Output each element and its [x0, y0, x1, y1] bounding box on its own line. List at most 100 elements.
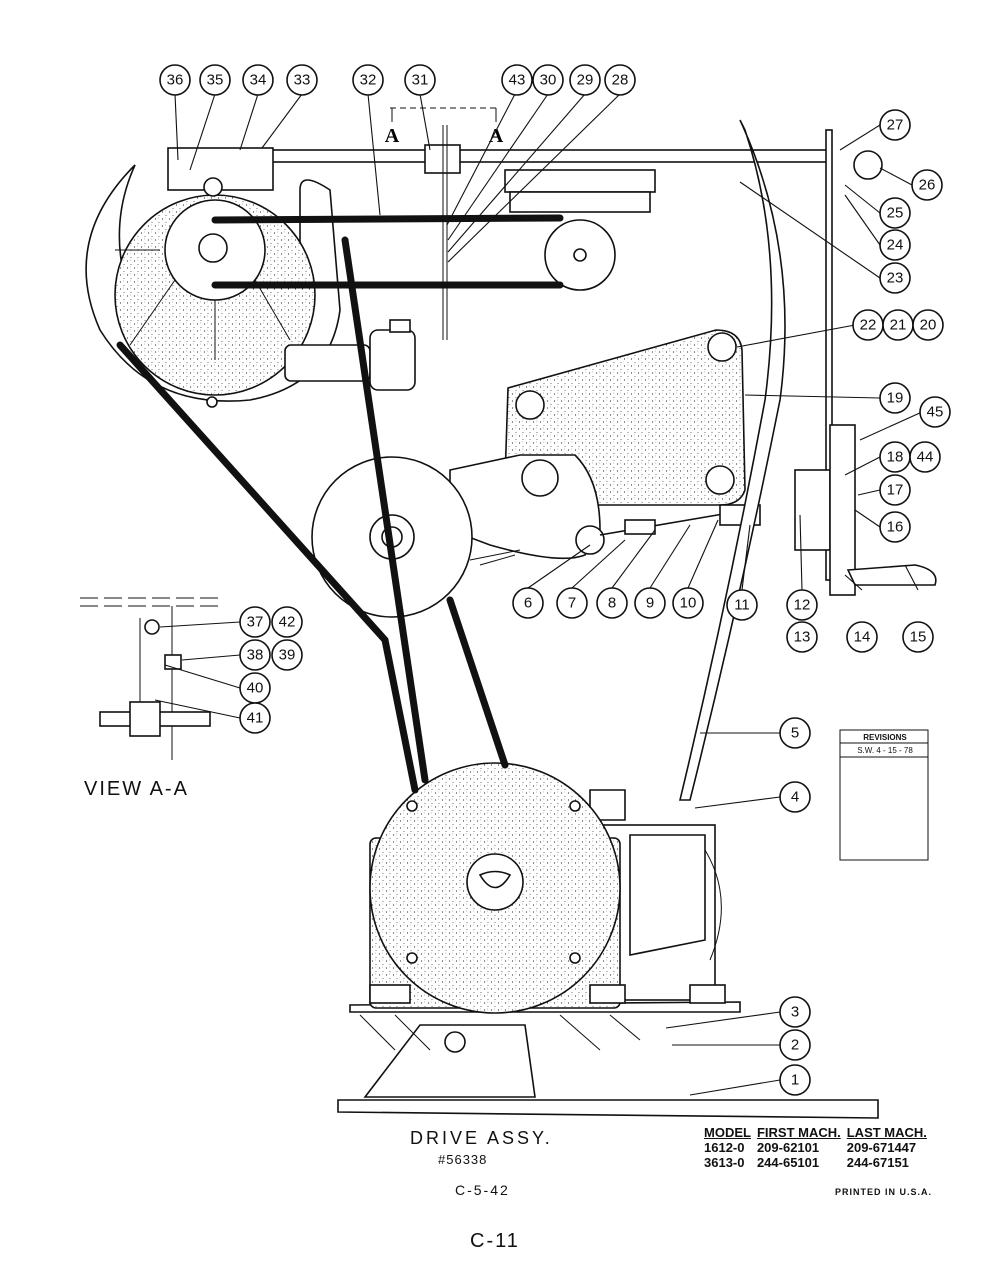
section-mark-left: A [385, 125, 400, 147]
callout-10: 10 [672, 587, 704, 619]
callout-14: 14 [846, 621, 878, 653]
callout-4-label: 4 [791, 789, 799, 806]
callout-8: 8 [596, 587, 628, 619]
callout-24-label: 24 [887, 237, 904, 254]
printed-in-usa: PRINTED IN U.S.A. [835, 1187, 933, 1197]
callout-31-label: 31 [412, 72, 429, 89]
callout-20: 20 [912, 309, 944, 341]
revisions-entry: S.W. 4 - 15 - 78 [857, 746, 913, 755]
callout-10-label: 10 [680, 595, 697, 612]
callout-19-label: 19 [887, 390, 904, 407]
callout-43-label: 43 [509, 72, 526, 89]
callout-8-label: 8 [608, 595, 616, 612]
callout-25-label: 25 [887, 205, 904, 222]
callout-31: 31 [404, 64, 436, 96]
callout-12: 12 [786, 589, 818, 621]
last-mach-cell: 209-671447 [846, 1140, 917, 1155]
callout-4: 4 [779, 781, 811, 813]
callout-3-label: 3 [791, 1004, 799, 1021]
callout-28: 28 [604, 64, 636, 96]
callout-35-label: 35 [207, 72, 224, 89]
callout-18-label: 18 [887, 449, 904, 466]
callout-45-label: 45 [927, 404, 944, 421]
callout-13: 13 [786, 621, 818, 653]
callout-39-label: 39 [279, 647, 296, 664]
callout-27: 27 [879, 109, 911, 141]
callout-29: 29 [569, 64, 601, 96]
callout-21: 21 [882, 309, 914, 341]
callout-40-label: 40 [247, 680, 264, 697]
callout-11: 11 [726, 589, 758, 621]
belt-guard [678, 119, 786, 801]
drawing-number: C-5-42 [455, 1182, 510, 1198]
first-mach-cell: 244-65101 [756, 1155, 820, 1170]
callout-9: 9 [634, 587, 666, 619]
page-number: C-11 [470, 1230, 520, 1252]
callout-17-label: 17 [887, 482, 904, 499]
callout-2: 2 [779, 1029, 811, 1061]
callout-42: 42 [271, 606, 303, 638]
callout-35: 35 [199, 64, 231, 96]
callout-33: 33 [286, 64, 318, 96]
callout-5: 5 [779, 717, 811, 749]
view-a-a-label: VIEW A-A [84, 778, 189, 800]
section-mark-right: A [489, 125, 504, 147]
callout-3: 3 [779, 996, 811, 1028]
drawing-title: DRIVE ASSY. [410, 1128, 553, 1148]
callout-44: 44 [909, 441, 941, 473]
callout-7-label: 7 [568, 595, 576, 612]
table-row: 3613-0 244-65101 244-67151 [704, 1155, 933, 1170]
callout-11-label: 11 [734, 597, 750, 614]
callout-30: 30 [532, 64, 564, 96]
callout-36: 36 [159, 64, 191, 96]
callout-32-label: 32 [360, 72, 377, 89]
header-last-mach: LAST MACH. [846, 1125, 927, 1140]
revisions-heading: REVISIONS [863, 733, 907, 742]
callout-13-label: 13 [794, 629, 811, 646]
callout-34-label: 34 [250, 72, 267, 89]
callout-1-label: 1 [791, 1072, 799, 1089]
callout-14-label: 14 [854, 629, 871, 646]
callout-25: 25 [879, 197, 911, 229]
callout-19: 19 [879, 382, 911, 414]
last-mach-cell: 244-67151 [846, 1155, 909, 1170]
callout-26-label: 26 [919, 177, 936, 194]
revisions-box [839, 729, 929, 861]
callout-9-label: 9 [646, 595, 654, 612]
callout-15: 15 [902, 621, 934, 653]
first-mach-cell: 209-62101 [756, 1140, 820, 1155]
callout-16: 16 [879, 511, 911, 543]
callout-45: 45 [919, 396, 951, 428]
callout-16-label: 16 [887, 519, 904, 536]
motor [369, 762, 726, 1014]
large-pulley [85, 164, 341, 408]
callout-23-label: 23 [887, 270, 904, 287]
table-row: 1612-0 209-62101 209-671447 [704, 1140, 933, 1155]
header-model: MODEL [704, 1125, 751, 1140]
callout-20-label: 20 [920, 317, 937, 334]
callout-42-label: 42 [279, 614, 296, 631]
callout-7: 7 [556, 587, 588, 619]
callout-2-label: 2 [791, 1037, 799, 1054]
callout-6-label: 6 [524, 595, 532, 612]
model-table: MODEL FIRST MACH. LAST MACH. 1612-0 209-… [704, 1125, 933, 1170]
callout-32: 32 [352, 64, 384, 96]
callout-43: 43 [501, 64, 533, 96]
part-number: #56338 [438, 1152, 488, 1167]
callout-29-label: 29 [577, 72, 594, 89]
model-table-header: MODEL FIRST MACH. LAST MACH. [704, 1125, 933, 1140]
callout-26: 26 [911, 169, 943, 201]
model-cell: 1612-0 [704, 1140, 745, 1155]
idler-shaft [284, 319, 416, 391]
header-first-mach: FIRST MACH. [756, 1125, 841, 1140]
control-shaft [167, 125, 883, 581]
leader-lines [154, 93, 923, 1096]
callout-5-label: 5 [791, 725, 799, 742]
callout-40: 40 [239, 672, 271, 704]
callout-24: 24 [879, 229, 911, 261]
section-mark-a: A A [385, 107, 504, 147]
callout-37: 37 [239, 606, 271, 638]
view-a-a-detail [80, 597, 220, 760]
callout-41: 41 [239, 702, 271, 734]
